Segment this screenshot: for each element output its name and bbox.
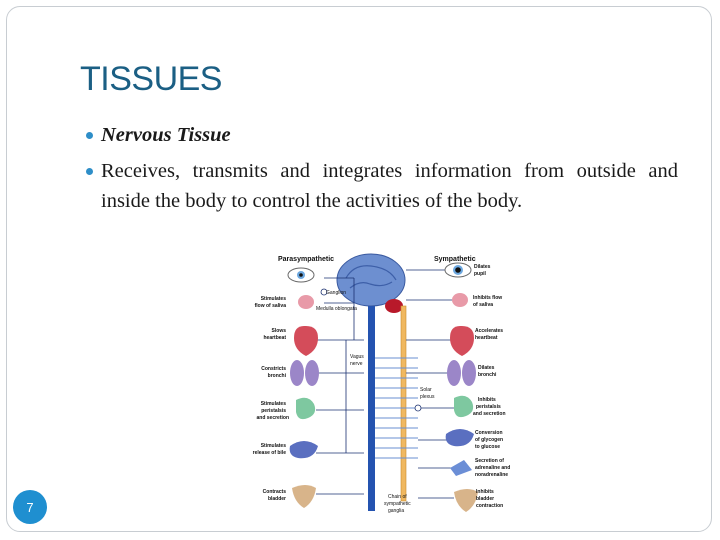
lungs-icon xyxy=(447,360,476,386)
bullet-item: Nervous Tissue xyxy=(86,120,678,150)
bullet-icon xyxy=(86,132,93,139)
right-effect-label: and secretion xyxy=(473,411,506,417)
right-effect-label: Secretion of xyxy=(475,458,504,464)
left-effect-label: Constricts xyxy=(261,366,286,372)
solar-plexus-label: Solar xyxy=(420,387,432,393)
eye-icon xyxy=(444,262,472,278)
heart-icon xyxy=(450,326,474,356)
bullet-text: Receives, transmits and integrates infor… xyxy=(101,160,678,212)
bladder-icon xyxy=(292,485,316,508)
right-effect-label: of glycogen xyxy=(475,437,503,443)
right-effect-label: noradrenaline xyxy=(475,472,508,478)
spinal-cord xyxy=(368,306,375,511)
bullet-list: Nervous Tissue Receives, transmits and i… xyxy=(86,120,678,222)
heart-icon xyxy=(294,326,318,356)
right-effect-label: bladder xyxy=(476,496,494,502)
left-effect-label: flow of saliva xyxy=(255,303,287,309)
left-effect-label: heartbeat xyxy=(263,335,286,341)
stomach-icon xyxy=(296,397,316,420)
salivary-gland-icon xyxy=(298,295,314,309)
left-effect-label: peristalsis xyxy=(261,408,286,414)
chain-label: Chain of xyxy=(388,494,407,500)
adrenal-gland-icon xyxy=(450,460,472,476)
right-effect-label: contraction xyxy=(476,503,503,509)
left-effect-label: Stimulates xyxy=(261,443,287,449)
right-effect-label: Dilates xyxy=(478,365,495,371)
vagus-label: Vagus xyxy=(350,354,364,360)
liver-icon xyxy=(289,441,318,459)
right-effect-label: of saliva xyxy=(473,302,493,308)
left-effect-label: and secretion xyxy=(256,415,289,421)
right-effect-label: heartbeat xyxy=(475,335,498,341)
sympathetic-chain xyxy=(400,305,407,502)
left-effect-label: Stimulates xyxy=(261,401,287,407)
right-effect-label: Inhibits flow xyxy=(473,295,502,301)
salivary-gland-icon xyxy=(452,293,468,307)
right-effect-label: Inhibits xyxy=(478,397,496,403)
chain-label: ganglia xyxy=(388,508,404,514)
right-effect-label: Conversion xyxy=(475,430,503,436)
solar-plexus-label: plexus xyxy=(420,394,435,400)
eye-icon xyxy=(287,267,315,283)
ganglion-label: Ganglion xyxy=(326,290,346,296)
left-effect-label: bladder xyxy=(268,496,286,502)
chain-label: sympathetic xyxy=(384,501,411,507)
right-effect-label: Dilates xyxy=(474,264,491,270)
right-effect-label: Inhibits xyxy=(476,489,494,495)
bladder-icon xyxy=(454,489,478,512)
brain-icon xyxy=(336,253,406,313)
nervous-system-diagram: Parasympathetic Sympathetic xyxy=(246,248,524,518)
right-effect-label: to glucose xyxy=(475,444,500,450)
right-effect-label: adrenaline and xyxy=(475,465,510,471)
left-effect-label: release of bile xyxy=(253,450,287,456)
medulla-label: Medulla oblongata xyxy=(316,306,357,312)
lungs-icon xyxy=(290,360,319,386)
slide-title: TISSUES xyxy=(80,60,222,98)
left-effect-label: bronchi xyxy=(268,373,287,379)
vagus-label: nerve xyxy=(350,361,363,367)
bullet-icon xyxy=(86,168,93,175)
stomach-icon xyxy=(454,395,474,418)
left-effect-label: Slows xyxy=(272,328,287,334)
sympathetic-header: Sympathetic xyxy=(434,256,476,263)
right-effect-label: bronchi xyxy=(478,372,497,378)
bullet-text: Nervous Tissue xyxy=(101,124,231,146)
liver-icon xyxy=(445,429,474,447)
left-effect-label: Contracts xyxy=(263,489,287,495)
right-effect-label: Accelerates xyxy=(475,328,503,334)
parasympathetic-header: Parasympathetic xyxy=(278,256,334,263)
right-effect-label: pupil xyxy=(474,271,487,277)
right-effect-label: peristalsis xyxy=(476,404,501,410)
left-effect-label: Stimulates xyxy=(261,296,287,302)
bullet-item: Receives, transmits and integrates infor… xyxy=(86,156,678,216)
page-number-badge: 7 xyxy=(13,490,47,524)
